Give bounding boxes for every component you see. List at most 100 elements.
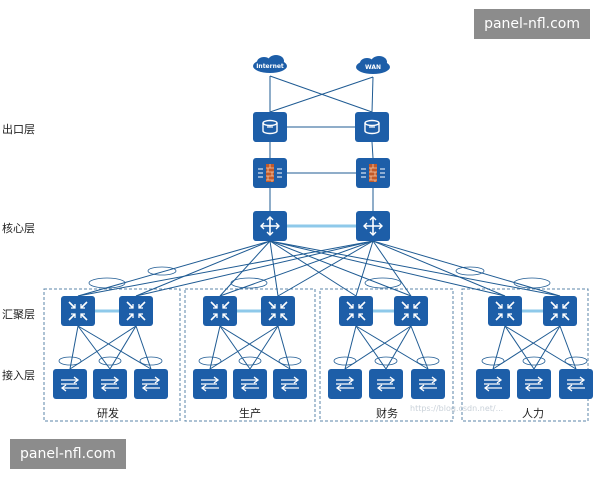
link-agg5-access2	[355, 325, 387, 370]
firewall-icon-2	[356, 158, 390, 188]
link-agg1-access1	[69, 325, 79, 370]
department-box-rd	[43, 288, 181, 422]
link-agg1-access2	[77, 325, 111, 370]
access-uplink-ellipse-1-3	[139, 356, 163, 366]
aggregation-switch-icon-1	[61, 296, 95, 326]
aggregation-switch-icon-7	[488, 296, 522, 326]
access-switch-icon-4-3	[559, 369, 593, 399]
core-switch-icon-2	[356, 211, 390, 241]
access-switch-icon-3-1	[328, 369, 362, 399]
link-core2-agg6	[372, 240, 412, 297]
link-agg3-access2	[219, 325, 251, 370]
router-icon-2	[355, 112, 389, 142]
access-switch-icon-4-1	[476, 369, 510, 399]
link-bundle-ellipse-upper-1	[147, 266, 177, 276]
department-label-hr: 人力	[522, 407, 544, 420]
link-agg4-access1	[209, 325, 279, 370]
access-switch-icon-2-3	[273, 369, 307, 399]
link-core2-agg2	[135, 240, 374, 297]
link-bundle-ellipse-1	[88, 277, 126, 289]
network-devices	[53, 112, 593, 399]
link-agg5-access1	[344, 325, 357, 370]
faint-url-text: https://blog.csdn.net/...	[410, 404, 504, 413]
link-core1-agg4	[269, 240, 279, 297]
link-agg2-access3	[135, 325, 152, 370]
aggregation-switch-icon-3	[203, 296, 237, 326]
access-switch-icon-4-2	[517, 369, 551, 399]
access-uplink-ellipse-3-2	[374, 356, 398, 366]
access-uplink-ellipse-2-2	[238, 356, 262, 366]
link-agg4-access2	[249, 325, 279, 370]
link-agg2-access2	[109, 325, 137, 370]
access-uplink-ellipse-3-1	[333, 356, 357, 366]
link-core1-agg3	[219, 240, 271, 297]
aggregation-switch-icon-6	[394, 296, 428, 326]
aggregation-switch-icon-4	[261, 296, 295, 326]
department-box-finance	[319, 288, 454, 422]
layer-label-aggregation: 汇聚层	[2, 308, 35, 321]
layer-label-core: 核心层	[2, 222, 35, 235]
access-uplink-ellipse-1-2	[98, 356, 122, 366]
link-core1-agg6	[269, 240, 412, 297]
watermark-top: panel-nfl.com	[474, 9, 590, 39]
access-switch-icon-3-2	[369, 369, 403, 399]
link-core1-agg2	[135, 240, 271, 297]
access-uplink-ellipse-1-1	[58, 356, 82, 366]
link-core2-agg3	[219, 240, 374, 297]
aggregation-switch-icon-8	[543, 296, 577, 326]
aggregation-switch-icon-2	[119, 296, 153, 326]
watermark-bottom: panel-nfl.com	[10, 439, 126, 469]
link-agg5-access3	[355, 325, 429, 370]
link-agg8-access2	[533, 325, 561, 370]
router-icon-1	[253, 112, 287, 142]
access-uplink-ellipse-2-3	[278, 356, 302, 366]
link-core1-agg8	[269, 240, 561, 297]
aggregation-switch-icon-5	[339, 296, 373, 326]
link-agg1-access3	[77, 325, 152, 370]
link-agg7-access2	[504, 325, 535, 370]
link-core1-agg5	[269, 240, 357, 297]
link-bundle-ellipse-upper-2	[455, 266, 485, 276]
access-switch-icon-3-3	[411, 369, 445, 399]
access-uplink-ellipse-2-1	[198, 356, 222, 366]
department-label-rd: 研发	[97, 407, 119, 420]
link-agg6-access3	[410, 325, 429, 370]
link-bundle-ellipse-2	[230, 277, 268, 289]
department-box-production	[184, 288, 316, 422]
link-core2-agg8	[372, 240, 561, 297]
link-agg6-access2	[385, 325, 412, 370]
wan-label: WAN	[365, 64, 381, 71]
layer-label-access: 接入层	[2, 369, 35, 382]
firewall-icon-1	[253, 158, 287, 188]
access-uplink-ellipse-3-3	[416, 356, 440, 366]
link-agg3-access3	[219, 325, 291, 370]
link-wan-router2	[371, 76, 374, 113]
link-agg3-access1	[209, 325, 221, 370]
access-switch-icon-1-2	[93, 369, 127, 399]
access-uplink-ellipse-4-3	[564, 356, 588, 366]
link-wan-router1	[269, 76, 374, 113]
access-uplink-ellipse-4-2	[522, 356, 546, 366]
link-bundle-ellipse-4	[513, 277, 551, 289]
link-core2-agg7	[372, 240, 506, 297]
network-links	[58, 75, 588, 370]
link-core2-agg1	[77, 240, 374, 297]
link-core1-agg7	[269, 240, 506, 297]
link-internet-router2	[269, 75, 373, 113]
link-bundle-ellipse-3	[364, 277, 402, 289]
internet-label: Internet	[256, 63, 284, 70]
layer-label-egress: 出口层	[2, 123, 35, 136]
link-agg4-access3	[277, 325, 291, 370]
internet-cloud-icon: Internet	[253, 55, 287, 73]
link-router2-firewall2	[371, 141, 374, 159]
access-switch-icon-1-3	[134, 369, 168, 399]
link-agg7-access3	[504, 325, 577, 370]
access-switch-icon-2-1	[193, 369, 227, 399]
access-switch-icon-2-2	[233, 369, 267, 399]
core-switch-icon-1	[253, 211, 287, 241]
wan-cloud-icon: WAN	[356, 56, 390, 74]
link-agg8-access3	[559, 325, 577, 370]
access-uplink-ellipse-4-1	[481, 356, 505, 366]
link-agg7-access1	[492, 325, 506, 370]
